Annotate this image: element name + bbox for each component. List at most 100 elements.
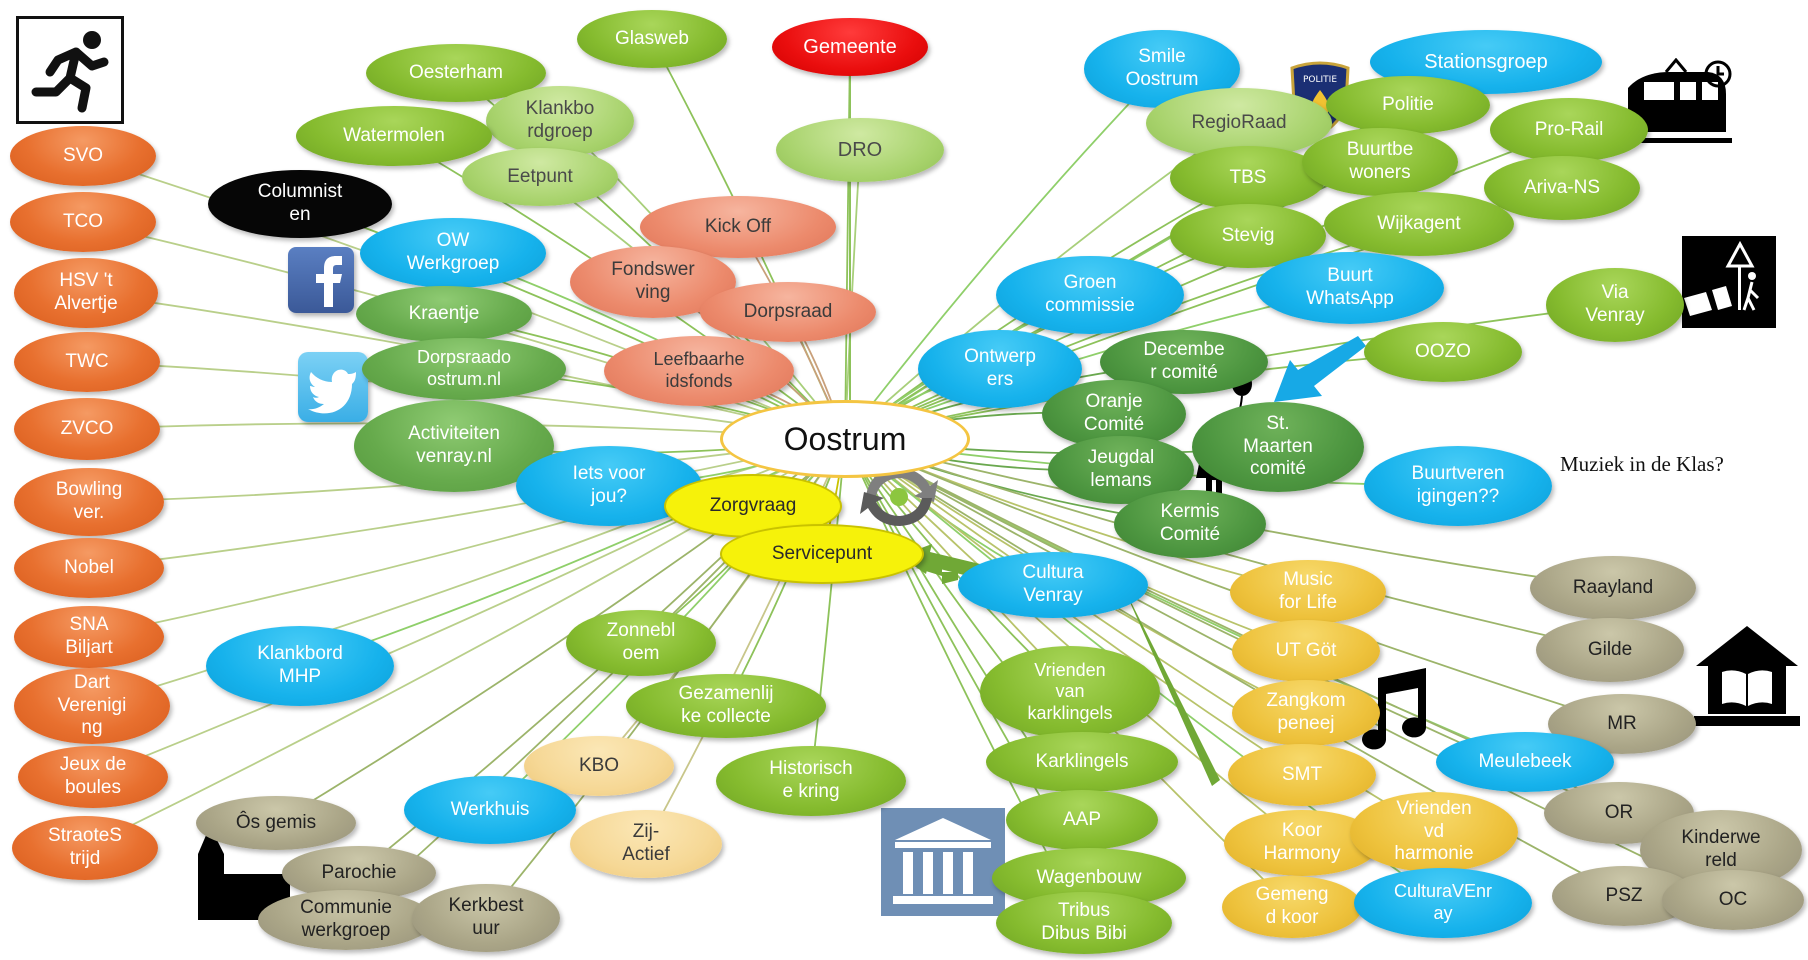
pedestrian-crossing-icon bbox=[1682, 236, 1776, 328]
node-arivans[interactable]: Ariva-NS bbox=[1484, 156, 1640, 220]
node-label: Wijkagent bbox=[1377, 212, 1461, 234]
node-svo[interactable]: SVO bbox=[10, 126, 156, 186]
node-watermolen[interactable]: Watermolen bbox=[296, 106, 492, 166]
node-culturavenray2[interactable]: CulturaVEnr ay bbox=[1354, 868, 1532, 938]
node-raayland[interactable]: Raayland bbox=[1530, 556, 1696, 620]
node-kraentje[interactable]: Kraentje bbox=[356, 286, 532, 342]
node-politie[interactable]: Politie bbox=[1326, 76, 1490, 134]
node-eetpunt[interactable]: Eetpunt bbox=[462, 148, 618, 206]
node-historische[interactable]: Historisch e kring bbox=[716, 746, 906, 816]
node-stmaarten[interactable]: St. Maarten comité bbox=[1192, 402, 1364, 492]
node-buurtverenigingen[interactable]: Buurtveren igingen?? bbox=[1364, 446, 1552, 526]
connector-historische bbox=[810, 438, 846, 782]
node-glasweb[interactable]: Glasweb bbox=[577, 10, 727, 68]
node-communie[interactable]: Communie werkgroep bbox=[258, 890, 434, 950]
node-dart[interactable]: Dart Verenigi ng bbox=[14, 668, 170, 744]
node-straotes[interactable]: StraoteS trijd bbox=[12, 816, 158, 880]
node-meulebeek[interactable]: Meulebeek bbox=[1436, 732, 1614, 792]
node-wijkagent[interactable]: Wijkagent bbox=[1324, 192, 1514, 256]
node-tco[interactable]: TCO bbox=[10, 192, 156, 252]
node-bowling[interactable]: Bowling ver. bbox=[14, 468, 164, 536]
node-kickoff[interactable]: Kick Off bbox=[640, 196, 836, 258]
node-gilde[interactable]: Gilde bbox=[1536, 618, 1684, 682]
node-leefbaarheid[interactable]: Leefbaarhe idsfonds bbox=[604, 336, 794, 406]
node-label: Kerkbest uur bbox=[448, 895, 524, 939]
node-dorpsraad[interactable]: Dorpsraad bbox=[700, 282, 876, 342]
node-vriendenkarklingels[interactable]: Vrienden van karklingels bbox=[980, 646, 1160, 738]
node-kerkbestuur[interactable]: Kerkbest uur bbox=[412, 884, 560, 952]
node-aap[interactable]: AAP bbox=[1006, 790, 1158, 850]
node-zonnebloem[interactable]: Zonnebl oem bbox=[566, 610, 716, 676]
connector-smile bbox=[844, 68, 1163, 440]
node-label: DRO bbox=[837, 139, 883, 161]
node-werkhuis[interactable]: Werkhuis bbox=[404, 776, 576, 844]
node-activiteiten[interactable]: Activiteiten venray.nl bbox=[354, 400, 554, 492]
node-ontwerpers[interactable]: Ontwerp ers bbox=[918, 330, 1082, 408]
node-label: PSZ bbox=[1605, 884, 1643, 906]
church-icon bbox=[198, 826, 290, 920]
node-klankborgroep[interactable]: Klankbo rdgroep bbox=[486, 86, 634, 156]
connector-nobel bbox=[88, 438, 846, 569]
node-label: Vrienden vd harmonie bbox=[1394, 797, 1474, 865]
node-label: Jeux de boules bbox=[59, 754, 127, 798]
node-dorpsraadsite[interactable]: Dorpsraado ostrum.nl bbox=[362, 338, 566, 400]
node-label: ZVCO bbox=[60, 417, 114, 439]
node-buurtbewoners[interactable]: Buurtbe woners bbox=[1302, 128, 1458, 196]
node-oc[interactable]: OC bbox=[1662, 870, 1804, 930]
node-columnisten[interactable]: Columnist en bbox=[208, 170, 392, 238]
node-label: Dart Verenigi ng bbox=[57, 671, 127, 739]
node-twc[interactable]: TWC bbox=[14, 332, 160, 392]
node-klankbordmhp[interactable]: Klankbord MHP bbox=[206, 626, 394, 706]
node-viavenray[interactable]: Via Venray bbox=[1546, 268, 1684, 342]
node-jeugdalemans[interactable]: Jeugdal lemans bbox=[1048, 436, 1194, 504]
node-tribus[interactable]: Tribus Dibus Bibi bbox=[996, 892, 1172, 954]
node-stationsgroep[interactable]: Stationsgroep bbox=[1370, 30, 1602, 94]
node-label: Oranje Comité bbox=[1083, 391, 1145, 435]
node-buurtwhatsapp[interactable]: Buurt WhatsApp bbox=[1256, 252, 1444, 324]
node-zvco[interactable]: ZVCO bbox=[14, 398, 160, 460]
node-label: Gemeng d koor bbox=[1255, 884, 1329, 928]
node-gezamenlijke[interactable]: Gezamenlij ke collecte bbox=[626, 674, 826, 738]
node-label: Cultura Venray bbox=[1022, 562, 1084, 606]
node-culturavenray[interactable]: Cultura Venray bbox=[958, 552, 1148, 618]
node-vriendenharmonie[interactable]: Vrienden vd harmonie bbox=[1350, 792, 1518, 872]
node-gemengdkoor[interactable]: Gemeng d koor bbox=[1222, 876, 1362, 938]
node-label: SMT bbox=[1281, 763, 1323, 785]
node-label: OW Werkgroep bbox=[406, 230, 500, 274]
node-stevig[interactable]: Stevig bbox=[1170, 204, 1326, 268]
node-kermiscomite[interactable]: Kermis Comité bbox=[1114, 490, 1266, 558]
node-label: Gezamenlij ke collecte bbox=[678, 683, 774, 727]
node-zangkompeneej[interactable]: Zangkom peneej bbox=[1232, 680, 1380, 746]
node-label: MR bbox=[1607, 712, 1637, 734]
center-node-oostrum[interactable]: Oostrum bbox=[720, 400, 970, 478]
node-gemeente[interactable]: Gemeente bbox=[772, 18, 928, 76]
node-servicepunt[interactable]: Servicepunt bbox=[720, 524, 924, 584]
node-label: StraoteS trijd bbox=[48, 825, 122, 869]
node-label: Jeugdal lemans bbox=[1087, 447, 1155, 491]
facebook-icon bbox=[288, 247, 354, 313]
node-zijactief[interactable]: Zij- Actief bbox=[570, 810, 722, 878]
node-ow[interactable]: OW Werkgroep bbox=[360, 218, 546, 288]
node-label: Pro-Rail bbox=[1534, 118, 1604, 140]
node-hsv[interactable]: HSV 't Alvertje bbox=[14, 258, 158, 328]
node-smt[interactable]: SMT bbox=[1228, 744, 1376, 806]
node-label: TCO bbox=[62, 210, 104, 232]
node-prorail[interactable]: Pro-Rail bbox=[1490, 98, 1648, 162]
node-osgemis[interactable]: Ôs gemis bbox=[196, 796, 356, 850]
node-groencommissie[interactable]: Groen commissie bbox=[996, 256, 1184, 334]
node-label: SNA Biljart bbox=[65, 614, 113, 658]
node-dro[interactable]: DRO bbox=[776, 118, 944, 182]
arrow-to-cultura bbox=[1114, 566, 1220, 786]
node-oozo[interactable]: OOZO bbox=[1364, 322, 1522, 382]
connector-sna bbox=[88, 438, 846, 638]
refresh-logo-icon bbox=[860, 468, 938, 526]
node-tbs[interactable]: TBS bbox=[1170, 146, 1326, 210]
node-jeux[interactable]: Jeux de boules bbox=[18, 746, 168, 808]
node-sna[interactable]: SNA Biljart bbox=[14, 606, 164, 668]
node-label: Nobel bbox=[64, 556, 114, 578]
node-nobel[interactable]: Nobel bbox=[14, 538, 164, 598]
node-label: TBS bbox=[1229, 166, 1267, 188]
node-musicforlife[interactable]: Music for Life bbox=[1230, 560, 1386, 624]
node-karklingels[interactable]: Karklingels bbox=[986, 732, 1178, 792]
node-utgot[interactable]: UT Göt bbox=[1232, 620, 1380, 682]
